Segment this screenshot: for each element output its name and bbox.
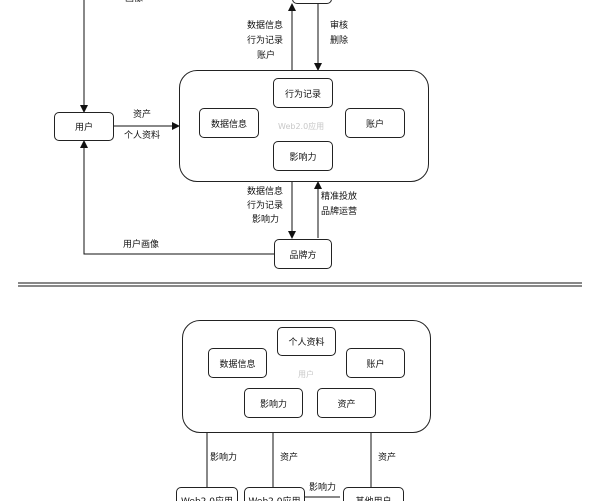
edge-label-up-right-1: 审核 — [330, 21, 349, 31]
node-web2-app-1: Web2.0应用 — [176, 487, 238, 501]
edge-label-down-left-1: 数据信息 — [247, 187, 284, 197]
node-other-user: 其他用户 — [343, 487, 404, 501]
edge-label-bottom-right: 资产 — [378, 453, 397, 463]
node-asset: 资产 — [317, 388, 376, 418]
edge-label-brand-to-user: 用户画像 — [123, 240, 160, 250]
edge-label-up-left-1: 数据信息 — [247, 21, 284, 31]
edge-brand-to-user — [80, 140, 274, 255]
node-profile: 个人资料 — [277, 327, 336, 356]
node-data-info: 数据信息 — [199, 108, 259, 138]
edge-label-down-left-3: 影响力 — [252, 215, 280, 225]
edge-label-bottom-between: 影响力 — [309, 483, 337, 493]
node-account: 账户 — [345, 108, 405, 138]
group-label-user: 用户 — [298, 370, 314, 379]
group-label-web2-app: Web2.0应用 — [278, 122, 325, 131]
edge-label-user-asset: 资产 — [133, 110, 152, 120]
node-account-bottom: 账户 — [346, 348, 405, 378]
node-web2-app-2: Web2.0应用 — [244, 487, 305, 501]
edge-label-bottom-middle: 资产 — [280, 453, 299, 463]
edge-label-up-left-3: 账户 — [257, 51, 276, 61]
edge-label-up-left-2: 行为记录 — [247, 36, 284, 46]
edge-label-user-profile: 个人资料 — [124, 131, 161, 141]
node-brand: 品牌方 — [274, 239, 332, 269]
edge-label-bottom-left: 影响力 — [210, 453, 238, 463]
edge-label-down-right-2: 品牌运营 — [321, 207, 358, 217]
edge-label-up-right-2: 删除 — [330, 36, 349, 46]
edge-label-down-left-2: 行为记录 — [247, 201, 284, 211]
node-data-info-bottom: 数据信息 — [208, 348, 267, 378]
edge-label-top-left-cut: 画像 — [125, 0, 143, 6]
node-user: 用户 — [54, 112, 114, 141]
node-influence: 影响力 — [273, 141, 333, 171]
node-behavior-record: 行为记录 — [273, 78, 333, 108]
node-influence-bottom: 影响力 — [244, 388, 303, 418]
edge-label-down-right-1: 精准投放 — [321, 192, 358, 202]
